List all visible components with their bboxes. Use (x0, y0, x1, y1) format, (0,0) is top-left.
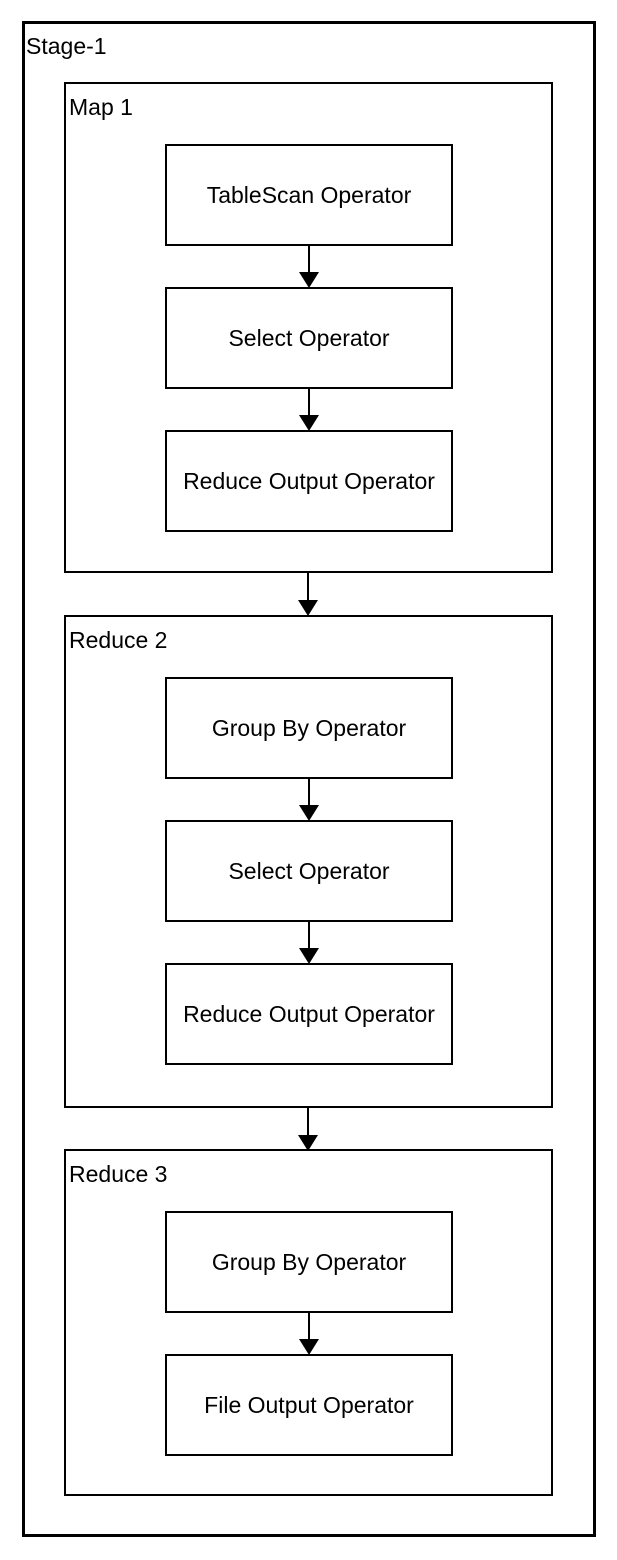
arrowhead-down-icon (299, 272, 319, 288)
arrowhead-down-icon (298, 600, 318, 616)
arrow-reduce2-to-reduce3 (297, 1108, 319, 1151)
arrow-stem (307, 573, 309, 613)
vertex-reduce-2-label: Reduce 2 (69, 627, 168, 653)
arrow-select-to-reduceoutput-reduce2 (298, 922, 320, 964)
node-group-by-operator-reduce2: Group By Operator (165, 677, 453, 779)
node-select-operator-reduce2: Select Operator (165, 820, 453, 922)
arrowhead-down-icon (299, 415, 319, 431)
node-file-output-operator-reduce3: File Output Operator (165, 1354, 453, 1456)
arrowhead-down-icon (299, 805, 319, 821)
stage-title: Stage-1 (26, 33, 107, 59)
arrow-stem (308, 779, 310, 818)
stage-1-container: Stage-1 Map 1 TableScan Operator Select … (22, 21, 596, 1537)
arrow-tablescan-to-select (298, 246, 320, 288)
arrow-stem (308, 389, 310, 428)
arrow-groupby-to-fileoutput-reduce3 (298, 1313, 320, 1355)
vertex-map-1-label: Map 1 (69, 94, 133, 120)
vertex-reduce-3-label: Reduce 3 (69, 1161, 168, 1187)
arrow-groupby-to-select-reduce2 (298, 779, 320, 821)
node-reduce-output-operator-reduce2: Reduce Output Operator (165, 963, 453, 1065)
arrow-select-to-reduceoutput-map1 (298, 389, 320, 431)
vertex-reduce-2: Reduce 2 Group By Operator Select Operat… (64, 615, 553, 1108)
node-reduce-output-operator-map1: Reduce Output Operator (165, 430, 453, 532)
node-group-by-operator-reduce3: Group By Operator (165, 1211, 453, 1313)
arrow-map1-to-reduce2 (297, 573, 319, 616)
arrowhead-down-icon (299, 948, 319, 964)
arrowhead-down-icon (299, 1339, 319, 1355)
vertex-reduce-3: Reduce 3 Group By Operator File Output O… (64, 1149, 553, 1496)
arrow-stem (308, 246, 310, 285)
node-select-operator-map1: Select Operator (165, 287, 453, 389)
arrow-stem (308, 1313, 310, 1352)
node-tablescan-operator: TableScan Operator (165, 144, 453, 246)
vertex-map-1: Map 1 TableScan Operator Select Operator… (64, 82, 553, 573)
arrow-stem (307, 1108, 309, 1148)
arrow-stem (308, 922, 310, 961)
arrowhead-down-icon (298, 1135, 318, 1151)
